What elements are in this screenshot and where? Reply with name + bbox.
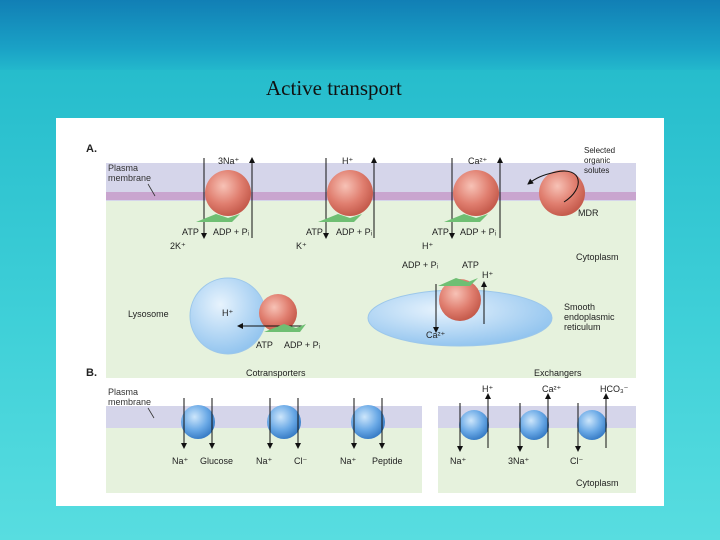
cotransporter-3-ion-a: Na⁺ [340,456,357,466]
er-atp-wedge [438,278,478,286]
mdr-label: MDR [578,208,599,218]
pump-1-out-ion: 3Na⁺ [218,156,240,166]
exchanger-h-na: H⁺ Na⁺ [450,384,493,466]
cotransporter-2-ion-a: Na⁺ [256,456,273,466]
exchanger-3-out-ion: HCO₃⁻ [600,384,629,394]
exchanger-hco3-cl: HCO₃⁻ Cl⁻ [570,384,629,466]
pump-2-protein [327,170,373,216]
pump-3-protein [453,170,499,216]
lysosome: Lysosome H⁺ ATP ADP + Pᵢ [128,277,320,355]
exchanger-ca-na: Ca²⁺ 3Na⁺ [508,384,562,466]
er-ion-out: H⁺ [482,270,493,280]
exchanger-3-protein [577,410,607,440]
pump-3-atp: ATP [432,227,449,237]
lysosome-adp: ADP + Pᵢ [284,340,320,350]
cotransporter-2-protein [267,405,301,439]
slide-title: Active transport [266,76,402,100]
pump-2-in-ion: K⁺ [296,241,307,251]
cotransporter-chloride: Na⁺ Cl⁻ [256,398,307,466]
header-band [0,0,720,70]
pump-3-atp-wedge [444,214,488,222]
pump-1-protein [205,170,251,216]
cotransporter-1-ion-a: Na⁺ [172,456,189,466]
er-adp: ADP + Pᵢ [402,260,438,270]
cotransporter-1-ion-b: Glucose [200,456,233,466]
ca-h-pump: Ca²⁺ H⁺ ATP ADP + Pᵢ [422,156,503,251]
panel-a-letter: A. [86,143,97,155]
smooth-er: ADP + Pᵢ ATP H⁺ Ca²⁺ Smooth endoplasmic … [367,260,615,347]
exchanger-2-protein [519,410,549,440]
pump-2-adp: ADP + Pᵢ [336,227,372,237]
pump-3-in-ion: H⁺ [422,241,433,251]
lysosome-label: Lysosome [128,309,169,319]
plasma-membrane-label-b-2: membrane [108,397,151,407]
er-label-3: reticulum [564,322,601,332]
exchanger-1-protein [459,410,489,440]
exchanger-1-out-ion: H⁺ [482,384,493,394]
cytoplasm-label-a: Cytoplasm [576,252,619,262]
panel-b-letter: B. [86,367,97,379]
lysosome-atp-wedge [264,324,306,332]
mdr-solutes-1: Selected [584,146,615,155]
pump-2-out-ion: H⁺ [342,156,353,166]
cotransporter-glucose: Na⁺ Glucose [172,398,233,466]
lysosome-pump [259,294,297,332]
pump-1-atp: ATP [182,227,199,237]
exchangers-title: Exchangers [534,368,582,378]
mdr-solutes-2: organic [584,156,610,165]
er-ion-in: Ca²⁺ [426,330,446,340]
pump-2-atp-wedge [318,214,362,222]
mdr-protein [539,170,585,216]
pump-1-atp-wedge [196,214,240,222]
cotransporter-peptide: Na⁺ Peptide [340,398,403,466]
er-pump [439,279,481,321]
exchanger-2-out-ion: Ca²⁺ [542,384,562,394]
cotransporter-3-protein [351,405,385,439]
transport-diagram: A. Plasma membrane 3Na⁺ 2K⁺ ATP ADP + Pᵢ… [86,138,636,493]
transport-figure: A. Plasma membrane 3Na⁺ 2K⁺ ATP ADP + Pᵢ… [56,118,664,506]
lysosome-atp: ATP [256,340,273,350]
cotransporter-1-protein [181,405,215,439]
pump-1-in-ion: 2K⁺ [170,241,186,251]
exchanger-2-in-ion: 3Na⁺ [508,456,530,466]
plasma-membrane-label-a-1: Plasma [108,163,138,173]
lysosome-ion: H⁺ [222,308,233,318]
plasma-membrane-label-b-1: Plasma [108,387,138,397]
cotransporter-3-ion-b: Peptide [372,456,403,466]
er-atp: ATP [462,260,479,270]
membrane-pointer-a [147,183,156,197]
cotransporter-2-ion-b: Cl⁻ [294,456,307,466]
na-k-pump: 3Na⁺ 2K⁺ ATP ADP + Pᵢ [170,156,255,251]
cytoplasm-label-b: Cytoplasm [576,478,619,488]
h-k-pump: H⁺ K⁺ ATP ADP + Pᵢ [296,156,377,251]
pump-2-atp: ATP [306,227,323,237]
pump-1-adp: ADP + Pᵢ [213,227,249,237]
plasma-membrane-label-a-2: membrane [108,173,151,183]
membrane-pointer-b [147,407,155,419]
pump-3-adp: ADP + Pᵢ [460,227,496,237]
er-label-2: endoplasmic [564,312,615,322]
er-label-1: Smooth [564,302,595,312]
mdr-transporter: Selected organic solutes MDR [527,146,615,218]
pump-3-out-ion: Ca²⁺ [468,156,488,166]
cotransporters-title: Cotransporters [246,368,306,378]
exchanger-3-in-ion: Cl⁻ [570,456,583,466]
exchanger-1-in-ion: Na⁺ [450,456,467,466]
mdr-efflux-arrow [527,170,579,203]
mdr-solutes-3: solutes [584,166,609,175]
